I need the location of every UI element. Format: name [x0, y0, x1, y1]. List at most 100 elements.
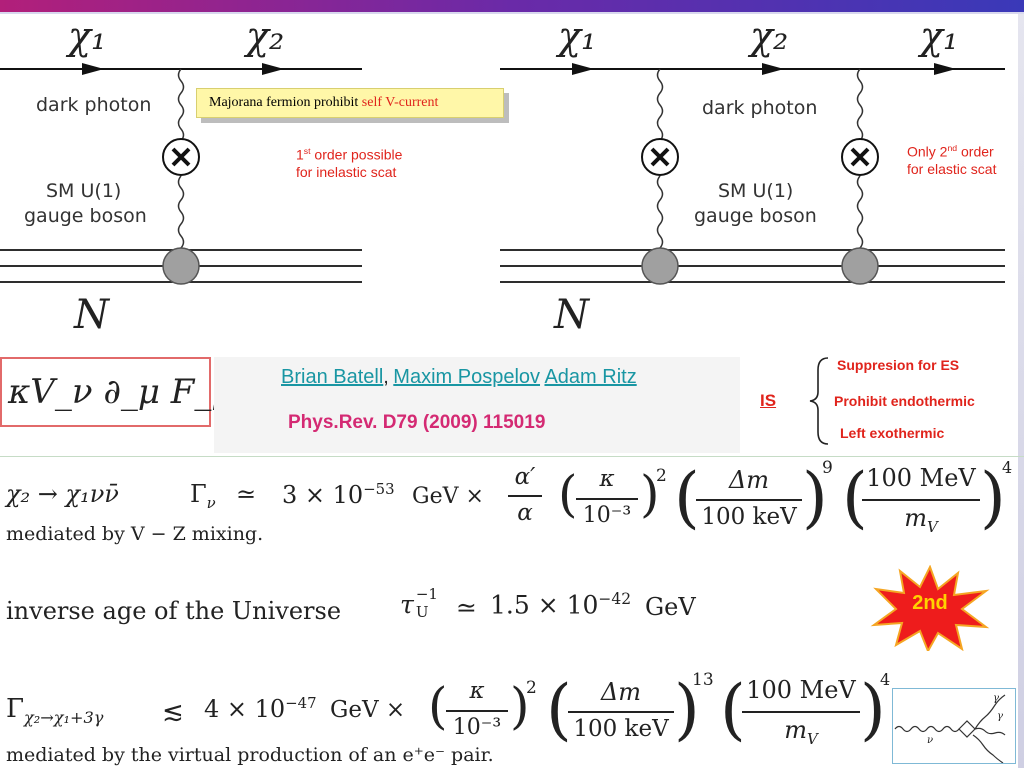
reference-band [214, 357, 740, 453]
right-arrow-in [572, 63, 594, 75]
nu-alpha-den: α [517, 500, 533, 526]
gamma-symbol: Γ [6, 694, 25, 724]
tau-sub: U [415, 603, 429, 621]
small-nu-label: ν [927, 735, 934, 746]
second-order-star-badge [870, 565, 990, 651]
nu-mv-den-sub: V [927, 517, 938, 536]
gamma-dm-bar [568, 711, 674, 713]
gamma-unit: GeV × [330, 697, 406, 723]
nu-gamma-sub: ν [206, 493, 216, 512]
gamma-dm-lparen: ( [546, 671, 572, 748]
right-chi-in-label: χ₁ [558, 14, 597, 58]
second-order-note: Only 2nd order for elastic scat [907, 140, 996, 178]
small-gamma-label-2: γ [997, 711, 1003, 722]
nu-kappa-rparen: ) [640, 465, 660, 523]
nu-exp: −53 [363, 480, 395, 498]
nu-mv-pow: 4 [1002, 458, 1013, 477]
gamma-mv-den-text: m [784, 716, 807, 744]
second-order-sup: nd [947, 143, 958, 153]
gamma-decay-caption: mediated by the virtual production of an… [6, 744, 494, 766]
universe-value-text: 1.5 × 10 [490, 590, 599, 620]
left-diagram [0, 63, 362, 285]
nu-mv-lparen: ( [842, 459, 868, 536]
nu-kappa-pow: 2 [656, 466, 667, 486]
right-nucleus-label: N [554, 292, 589, 338]
right-wave-2-bottom [856, 175, 864, 261]
gamma-mv-den-sub: V [807, 729, 818, 748]
nu-mv-den: mV [862, 504, 980, 536]
first-order-note: 1st order possible for inelastic scat [296, 143, 402, 181]
nu-decay-lhs: χ₂ → χ₁νν̄ [6, 480, 119, 508]
nu-kappa-bar [576, 498, 638, 500]
nu-alpha-bar [508, 495, 542, 497]
right-chi-mid-label: χ₂ [750, 14, 789, 58]
left-sm-label-line1: SM U(1) [46, 180, 122, 202]
nu-kappa-lparen: ( [558, 465, 578, 523]
right-cross-icon-2 [850, 147, 870, 167]
gamma-dm-pow: 13 [692, 670, 714, 690]
nu-prefactor: 3 × 10−53 [282, 480, 395, 509]
gamma-exp: −47 [285, 694, 317, 712]
gamma-mv-bar [742, 711, 860, 713]
gamma-dm-rparen: ) [674, 671, 700, 748]
gamma-mv-lparen: ( [720, 671, 746, 748]
right-sm-label-line1: SM U(1) [718, 180, 794, 202]
gamma-kappa-lparen: ( [428, 677, 448, 735]
left-sm-label-line2: gauge boson [24, 205, 147, 227]
is-item-exothermic: Left exothermic [840, 425, 945, 441]
nu-dm-bar [696, 499, 802, 501]
nu-decay-caption: mediated by V − Z mixing. [6, 523, 264, 545]
left-nucleus-blob [162, 247, 200, 285]
is-item-endothermic: Prohibit endothermic [834, 393, 975, 409]
gamma-mv-rparen: ) [860, 671, 886, 748]
tau-symbol: τ [400, 590, 414, 619]
nu-dm-num: Δm [728, 466, 770, 494]
small-feynman-svg [894, 694, 1006, 764]
universe-label: inverse age of the Universe [6, 597, 342, 625]
gamma-dm-den: 100 keV [573, 716, 669, 742]
is-item-suppression: Suppresion for ES [837, 357, 960, 373]
operator-box: κV_ν ∂_μ F_μν [0, 357, 255, 427]
top-banner [0, 0, 1024, 12]
gamma-sub: χ₂→χ₁+3γ [24, 708, 104, 728]
nu-approx: ≃ [236, 480, 257, 508]
right-arrow-mid [762, 63, 784, 75]
right-wave-1-bottom [656, 175, 664, 261]
nu-decay-width: Γν [190, 480, 216, 512]
second-order-text: order [957, 143, 994, 160]
right-chi-out-label: χ₁ [920, 14, 959, 58]
right-dark-photon-label: dark photon [702, 97, 818, 119]
majorana-sticky-note: Majorana fermion prohibit self V-current [196, 88, 504, 118]
nu-prefactor-text: 3 × 10 [282, 481, 364, 509]
sticky-note-highlight: self V-current [361, 95, 439, 110]
right-diagram [500, 63, 1005, 285]
gamma-prefactor-text: 4 × 10 [204, 695, 286, 723]
second-order-line2: for elastic scat [907, 160, 997, 177]
journal-reference: Phys.Rev. D79 (2009) 115019 [288, 412, 546, 433]
left-chi-in-label: χ₁ [68, 14, 107, 58]
operator-formula: κV_ν ∂_μ F_μν [8, 372, 255, 412]
author-link-ritz[interactable]: Adam Ritz [544, 366, 637, 388]
universe-unit: GeV [645, 593, 696, 621]
gamma-mv-num: 100 MeV [746, 676, 856, 704]
left-nucleus-label: N [74, 292, 109, 338]
left-dark-photon-label: dark photon [36, 94, 152, 116]
nu-alpha-num: α′ [514, 464, 536, 490]
sticky-note-text: Majorana fermion prohibit [209, 95, 362, 110]
first-order-line2: for inelastic scat [296, 163, 397, 180]
author-link-batell[interactable]: Brian Batell [281, 366, 384, 388]
first-order-sup: st [303, 146, 311, 156]
author-link-pospelov[interactable]: Maxim Pospelov [393, 366, 541, 388]
nu-unit: GeV × [412, 484, 484, 509]
second-order-num: Only 2 [907, 143, 948, 160]
is-brace [809, 357, 829, 445]
gamma-decay-width: Γχ₂→χ₁+3γ [6, 694, 103, 727]
small-gamma-label-1: γ [993, 693, 999, 704]
right-cross-icon-1 [650, 147, 670, 167]
feynman-diagrams [0, 63, 1005, 285]
left-arrow-in [82, 63, 104, 75]
gamma-mv-pow: 4 [880, 670, 891, 689]
nu-kappa-num: κ [599, 466, 615, 492]
gamma-kappa-rparen: ) [510, 677, 530, 735]
